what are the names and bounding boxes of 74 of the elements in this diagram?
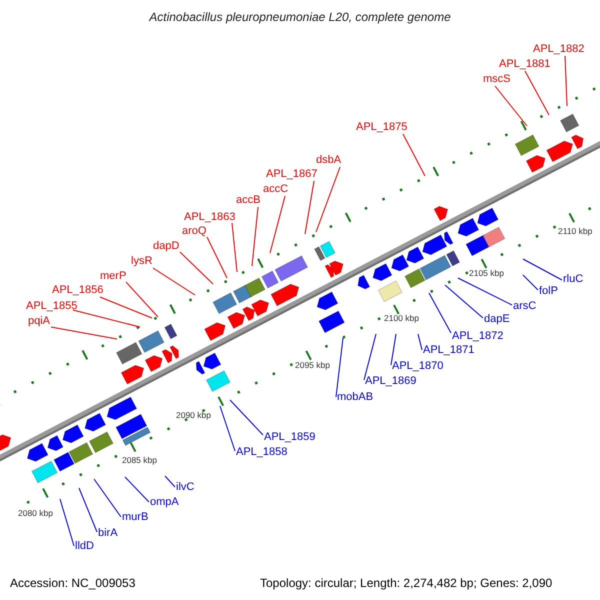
gene-label: lldD <box>75 540 94 552</box>
leader-line <box>152 268 196 296</box>
tick-label: 2110 kbp <box>558 226 592 236</box>
gene-label: APL_1863 <box>184 211 236 223</box>
gene-label: APL_1875 <box>356 121 408 133</box>
gene-label: APL_1881 <box>499 58 550 70</box>
gene-label: ilvC <box>176 481 194 493</box>
gene-label: rluC <box>563 273 584 285</box>
leader-line <box>100 296 152 318</box>
footer-text: Accession: NC_009053 <box>10 576 136 590</box>
leader-line <box>564 56 568 106</box>
leader-line <box>316 166 340 232</box>
gene-label: APL_1871 <box>423 344 474 356</box>
leader-line <box>230 400 264 436</box>
leader-line <box>72 310 140 328</box>
tick-label: 2080 kbp <box>18 508 53 518</box>
leader-line <box>444 284 484 318</box>
gene-label: merP <box>100 270 126 282</box>
leader-line <box>364 334 376 380</box>
leader-line <box>522 274 538 290</box>
tick-label: 2095 kbp <box>295 360 330 370</box>
leader-line <box>164 476 176 488</box>
gene-label: APL_1867 <box>266 168 318 180</box>
leader-line <box>418 334 422 350</box>
gene-label: mscS <box>483 73 510 85</box>
gene-label: APL_1870 <box>392 360 444 372</box>
tick-label: 2100 kbp <box>384 313 419 323</box>
leader-line <box>94 478 122 518</box>
leader-line <box>524 70 550 116</box>
leader-line <box>126 282 158 318</box>
leader-line <box>180 252 214 284</box>
leader-line <box>336 338 344 398</box>
tick-label: 2085 kbp <box>122 455 157 465</box>
leader-line <box>428 292 452 334</box>
gene-label: mobAB <box>337 391 374 403</box>
gene-label: accB <box>236 194 260 206</box>
leader-line <box>252 206 258 266</box>
leader-line <box>402 134 426 176</box>
leader-line <box>270 196 286 254</box>
gene-label: APL_1856 <box>52 284 104 296</box>
tick-label: 2090 kbp <box>176 410 211 420</box>
leader-line <box>458 278 512 306</box>
gene-label: dsbA <box>316 154 342 166</box>
gene-label: accC <box>263 183 288 195</box>
leader-line <box>232 222 238 272</box>
gene-label: APL_1859 <box>264 431 316 443</box>
leader-line <box>522 258 562 280</box>
leader-line <box>60 498 74 546</box>
gene-label: APL_1882 <box>533 43 584 55</box>
tick-label: 2105 kbp <box>469 268 504 278</box>
gene-label: ompA <box>150 496 179 508</box>
gene-label: APL_1855 <box>26 300 78 312</box>
gene-label: pqiA <box>28 315 50 327</box>
gene-label: birA <box>98 527 118 539</box>
gene-label: APL_1872 <box>452 330 504 342</box>
gene-label: aroQ <box>182 225 206 237</box>
gene-label: lysR <box>131 255 152 267</box>
gene-label: APL_1858 <box>236 446 288 458</box>
leader-line <box>78 488 98 532</box>
leader-line <box>50 326 118 340</box>
leader-line <box>220 406 236 452</box>
title: Actinobacillus pleuropneumoniae L20, complete genome <box>148 10 452 24</box>
gene-label: dapD <box>153 240 180 252</box>
leader-line <box>304 180 314 234</box>
gene-label: APL_1869 <box>365 375 416 387</box>
footer-text: Topology: circular; Length: 2,274,482 bp; Genes: 2,090 <box>260 576 552 590</box>
gene-label: folP <box>539 285 558 297</box>
leader-line <box>390 334 396 366</box>
leader-line <box>206 236 228 278</box>
leader-line <box>124 476 150 502</box>
gene-label: arsC <box>513 300 536 312</box>
gene-label: murB <box>122 511 148 523</box>
gene-label: dapE <box>484 313 510 325</box>
leader-line <box>494 86 528 126</box>
